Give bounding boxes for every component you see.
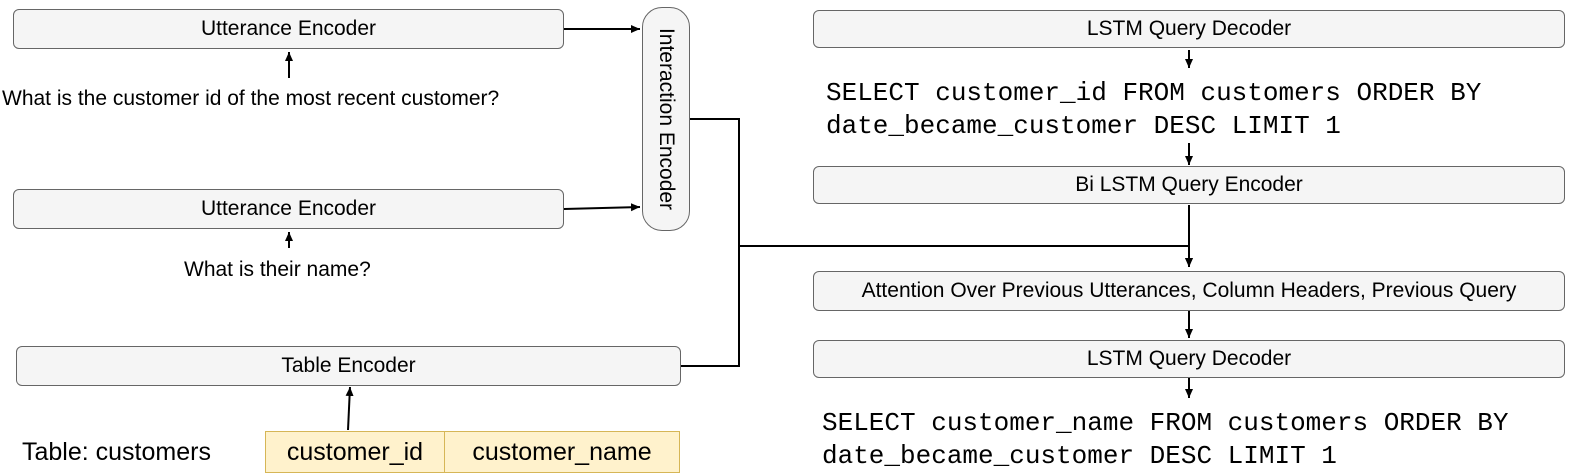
bi-lstm-query-encoder: Bi LSTM Query Encoder: [813, 166, 1565, 204]
table-label: Table: customers: [22, 438, 211, 466]
arrow-junction-to-attention: [739, 245, 1193, 267]
interaction-encoder-label: Interaction Encoder: [655, 27, 678, 211]
arrow-table-to-table-encoder: [345, 386, 354, 431]
arrow-encoder2-to-interaction: [563, 203, 641, 212]
line-table-encoder-to-junction: [681, 246, 740, 367]
table-encoder: Table Encoder: [16, 346, 681, 386]
attention-module: Attention Over Previous Utterances, Colu…: [813, 271, 1565, 311]
query-1-line-2: date_became_customer DESC LIMIT 1: [826, 111, 1341, 141]
table-column-customer-id: customer_id: [265, 431, 445, 473]
utterance-1-text: What is the customer id of the most rece…: [2, 87, 500, 110]
utterance-encoder-1: Utterance Encoder: [13, 9, 564, 49]
table-column-customer-name: customer_name: [444, 431, 680, 473]
query-1-line-1: SELECT customer_id FROM customers ORDER …: [826, 78, 1482, 108]
query-2-line-2: date_became_customer DESC LIMIT 1: [822, 441, 1337, 471]
lstm-query-decoder-2: LSTM Query Decoder: [813, 340, 1565, 378]
query-2-line-1: SELECT customer_name FROM customers ORDE…: [822, 408, 1509, 438]
lstm-query-decoder-1: LSTM Query Decoder: [813, 10, 1565, 48]
utterance-encoder-2: Utterance Encoder: [13, 189, 564, 229]
line-interaction-to-junction: [690, 118, 740, 246]
interaction-encoder: Interaction Encoder: [642, 7, 690, 231]
utterance-2-text: What is their name?: [184, 258, 371, 281]
